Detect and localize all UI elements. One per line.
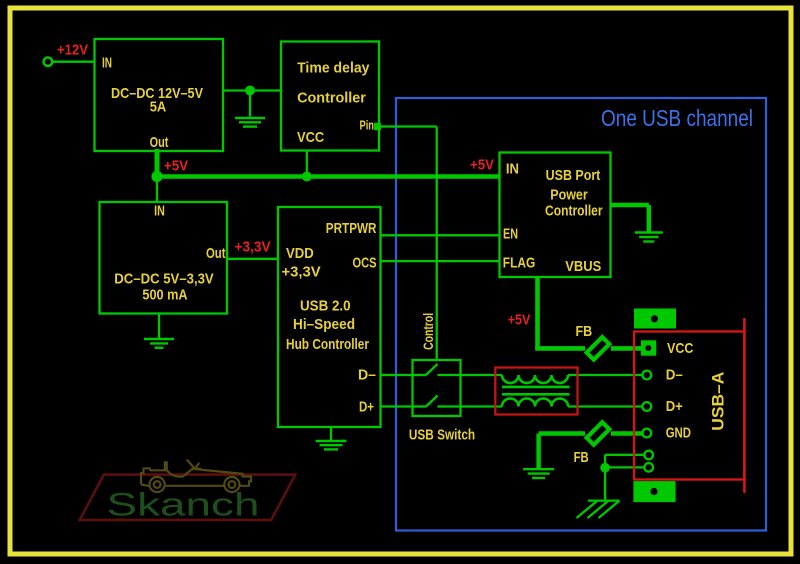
svg-text:Control: Control xyxy=(420,313,436,350)
svg-text:+5V: +5V xyxy=(508,312,531,329)
svg-text:D–: D– xyxy=(358,367,376,384)
svg-text:VCC: VCC xyxy=(297,129,324,146)
svg-text:FB: FB xyxy=(575,323,592,340)
svg-text:Hub Controller: Hub Controller xyxy=(286,336,369,353)
svg-text:IN: IN xyxy=(506,161,519,178)
svg-text:+5V: +5V xyxy=(164,158,188,175)
svg-text:IN: IN xyxy=(154,203,165,220)
svg-text:D+: D+ xyxy=(666,398,683,415)
svg-text:USB Port: USB Port xyxy=(546,167,601,184)
svg-text:IN: IN xyxy=(102,55,112,72)
svg-text:Out: Out xyxy=(206,245,226,262)
svg-text:USB–A: USB–A xyxy=(709,372,728,431)
svg-text:Time delay: Time delay xyxy=(297,59,370,76)
svg-text:+3,3V: +3,3V xyxy=(282,264,321,281)
svg-text:DC–DC 5V–3,3V: DC–DC 5V–3,3V xyxy=(114,271,213,288)
svg-text:USB 2.0: USB 2.0 xyxy=(300,298,351,315)
svg-text:5A: 5A xyxy=(150,99,167,116)
svg-text:OCS: OCS xyxy=(353,255,377,272)
svg-text:D–: D– xyxy=(666,367,683,384)
svg-text:Controller: Controller xyxy=(297,90,366,107)
svg-text:Out: Out xyxy=(150,134,169,151)
svg-text:Pin: Pin xyxy=(360,118,375,133)
svg-text:PRTPWR: PRTPWR xyxy=(326,220,377,237)
svg-text:Skanch: Skanch xyxy=(107,487,260,523)
svg-text:VDD: VDD xyxy=(286,245,314,262)
svg-text:EN: EN xyxy=(503,226,518,243)
svg-text:FB: FB xyxy=(574,449,589,466)
svg-text:One USB channel: One USB channel xyxy=(601,105,753,131)
svg-text:500 mA: 500 mA xyxy=(142,287,187,304)
svg-text:+3,3V: +3,3V xyxy=(235,239,271,256)
svg-text:Power: Power xyxy=(550,186,588,203)
svg-text:Controller: Controller xyxy=(545,203,603,220)
svg-text:D+: D+ xyxy=(359,399,374,416)
svg-text:GND: GND xyxy=(666,425,691,442)
svg-text:USB Switch: USB Switch xyxy=(409,427,475,444)
svg-text:+12V: +12V xyxy=(57,42,88,59)
svg-text:Hi–Speed: Hi–Speed xyxy=(293,316,355,333)
svg-text:FLAG: FLAG xyxy=(503,255,536,272)
svg-text:VBUS: VBUS xyxy=(565,258,601,275)
svg-text:DC–DC 12V–5V: DC–DC 12V–5V xyxy=(111,85,203,102)
svg-text:+5V: +5V xyxy=(470,157,494,174)
svg-text:VCC: VCC xyxy=(667,340,694,357)
